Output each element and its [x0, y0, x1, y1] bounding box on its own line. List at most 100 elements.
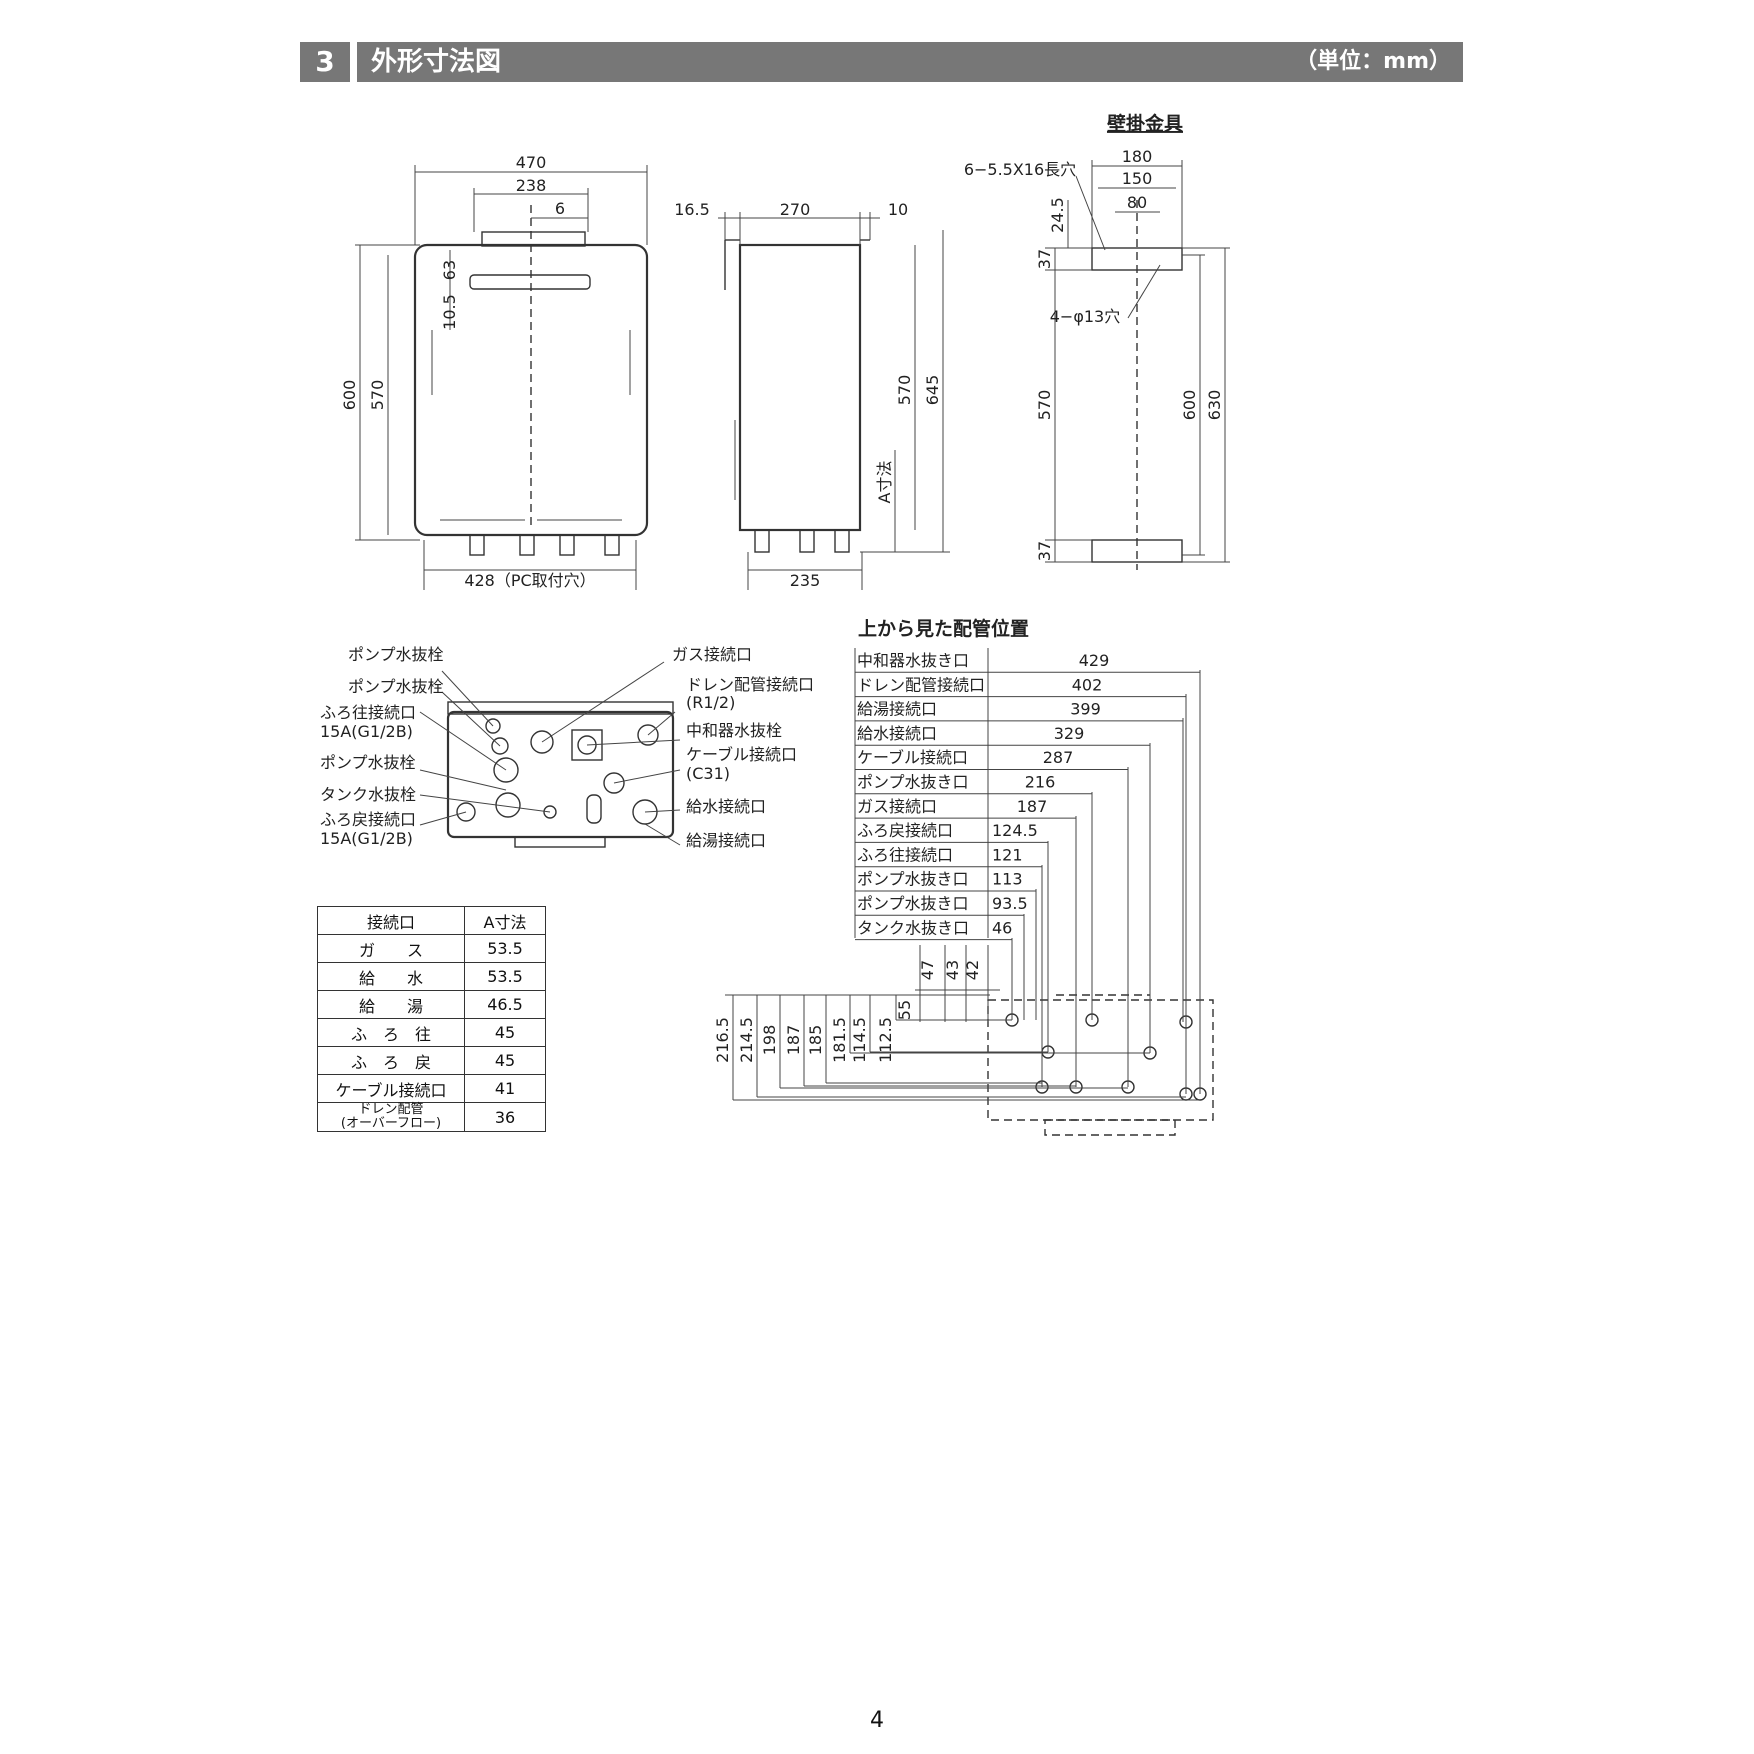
label-tank-drain: タンク水抜栓: [320, 785, 416, 804]
top-view-row-value: 93.5: [992, 894, 1028, 913]
side-view: [718, 212, 950, 590]
label-bath-out-size: 15A(G1/2B): [320, 722, 413, 741]
label-bath-return-size: 15A(G1/2B): [320, 829, 413, 848]
dim-63: 63: [440, 260, 459, 280]
top-view-row-name: タンク水抜き口: [857, 918, 969, 937]
label-water-supply: 給水接続口: [686, 797, 766, 816]
dim-top-37: 37: [1035, 249, 1054, 269]
top-view-vdim-label: 185: [806, 1025, 825, 1056]
dim-235: 235: [790, 571, 821, 590]
top-view-tdim-label: 42: [963, 960, 982, 980]
top-view-row-value: 124.5: [992, 821, 1038, 840]
dim-600: 600: [340, 380, 359, 411]
top-view-row-name: ケーブル接続口: [857, 748, 968, 767]
bracket-title: 壁掛金具: [1107, 112, 1183, 135]
label-pump-drain-3: ポンプ水抜栓: [320, 753, 416, 772]
top-view-row-name: ポンプ水抜き口: [857, 870, 969, 889]
dim-10: 10: [888, 200, 908, 219]
top-view-row-name: ふろ戻接続口: [857, 821, 953, 840]
top-view-row-name: ふろ往接続口: [857, 845, 953, 864]
a-table-name: ケーブル接続口: [317, 1074, 465, 1103]
top-view-row-value: 113: [992, 870, 1023, 889]
section-header-bar: 外形寸法図 （単位：mm）: [357, 42, 1463, 82]
a-table-row: ドレン配管 (オーバーフロー) 36: [317, 1102, 546, 1132]
dim-150: 150: [1122, 169, 1153, 188]
label-cable: ケーブル接続口: [686, 745, 797, 764]
a-table-name: 給 湯: [317, 990, 465, 1019]
dim-238: 238: [516, 176, 547, 195]
front-view: [355, 165, 649, 590]
top-view-tdim-label: 43: [943, 960, 962, 980]
a-table-value: 41: [464, 1074, 546, 1103]
a-table-name: ふ ろ 往: [317, 1018, 465, 1047]
a-table-header-port: 接続口: [317, 906, 465, 935]
a-table-value: 53.5: [464, 934, 546, 963]
dim-80: 80: [1127, 193, 1147, 212]
label-gas: ガス接続口: [672, 645, 752, 664]
a-table-value: 53.5: [464, 962, 546, 991]
a-table-row: ふ ろ 往 45: [317, 1018, 546, 1047]
dim-270: 270: [780, 200, 811, 219]
dim-bottom-37: 37: [1035, 541, 1054, 561]
label-bath-return: ふろ戻接続口: [320, 810, 416, 829]
a-dimension-table: 接続口 A寸法 ガ ス 53.5 給 水 53.5 給 湯 46.5 ふ ろ 往…: [317, 906, 546, 1132]
a-table-name: 給 水: [317, 962, 465, 991]
bracket-view: [1045, 160, 1230, 570]
top-view-vdim-label: 112.5: [876, 1017, 895, 1063]
section-number: 3: [300, 42, 350, 82]
top-view-row-value: 187: [1017, 797, 1048, 816]
a-table-row: ふ ろ 戻 45: [317, 1046, 546, 1075]
top-view-row-value: 402: [1072, 675, 1103, 694]
unit-label: （単位：mm）: [1295, 49, 1451, 74]
label-bath-out: ふろ往接続口: [320, 703, 416, 722]
dim-a-label: A寸法: [875, 461, 894, 504]
dim-side-570: 570: [895, 375, 914, 406]
top-view-vdim-label: 181.5: [830, 1017, 849, 1063]
a-table-name: ドレン配管 (オーバーフロー): [317, 1102, 465, 1132]
top-view-row-name: 給湯接続口: [857, 700, 937, 719]
a-table-row: ガ ス 53.5: [317, 934, 546, 963]
top-view-row-value: 216: [1025, 773, 1056, 792]
top-view-row-name: 中和器水抜き口: [857, 651, 969, 670]
a-table-name: ガ ス: [317, 934, 465, 963]
label-cable-size: (C31): [686, 764, 730, 783]
dim-428: 428（PC取付穴）: [464, 571, 595, 590]
label-drain-size: (R1/2): [686, 693, 735, 712]
label-pump-drain-1: ポンプ水抜栓: [348, 645, 444, 664]
dim-16-5: 16.5: [674, 200, 710, 219]
top-view-row-value: 46: [992, 918, 1012, 937]
dim-b-600: 600: [1180, 390, 1199, 421]
a-table-value: 46.5: [464, 990, 546, 1019]
top-view-row-name: ポンプ水抜き口: [857, 773, 969, 792]
label-pump-drain-2: ポンプ水抜栓: [348, 677, 444, 696]
top-view-row-value: 399: [1070, 700, 1101, 719]
dim-24-5: 24.5: [1048, 197, 1067, 233]
dim-b-630: 630: [1205, 390, 1224, 421]
label-hot-water: 給湯接続口: [686, 831, 766, 850]
top-view-row-value: 287: [1043, 748, 1074, 767]
dim-470: 470: [516, 153, 547, 172]
top-view-row-value: 121: [992, 845, 1023, 864]
top-view-vdim-label: 187: [784, 1025, 803, 1056]
a-table-value: 36: [464, 1102, 546, 1132]
connection-view: [419, 661, 681, 848]
label-drain-pipe: ドレン配管接続口: [686, 675, 814, 694]
top-view-row-name: ポンプ水抜き口: [857, 894, 969, 913]
top-view-row-name: 給水接続口: [857, 724, 937, 743]
a-table-value: 45: [464, 1046, 546, 1075]
top-view-vdim-label: 55: [895, 1000, 914, 1020]
a-table-row: ケーブル接続口 41: [317, 1074, 546, 1103]
dim-b-570: 570: [1035, 390, 1054, 421]
a-table-row: 給 水 53.5: [317, 962, 546, 991]
top-view-row-name: ドレン配管接続口: [857, 675, 985, 694]
dim-570: 570: [368, 380, 387, 411]
dim-645: 645: [923, 375, 942, 406]
slot-note: 6−5.5X16長穴: [964, 160, 1076, 179]
top-view-vdim-label: 214.5: [737, 1017, 756, 1063]
label-neutralizer-drain: 中和器水抜栓: [686, 721, 782, 740]
section-title: 外形寸法図: [371, 47, 502, 77]
a-table-row: 給 湯 46.5: [317, 990, 546, 1019]
